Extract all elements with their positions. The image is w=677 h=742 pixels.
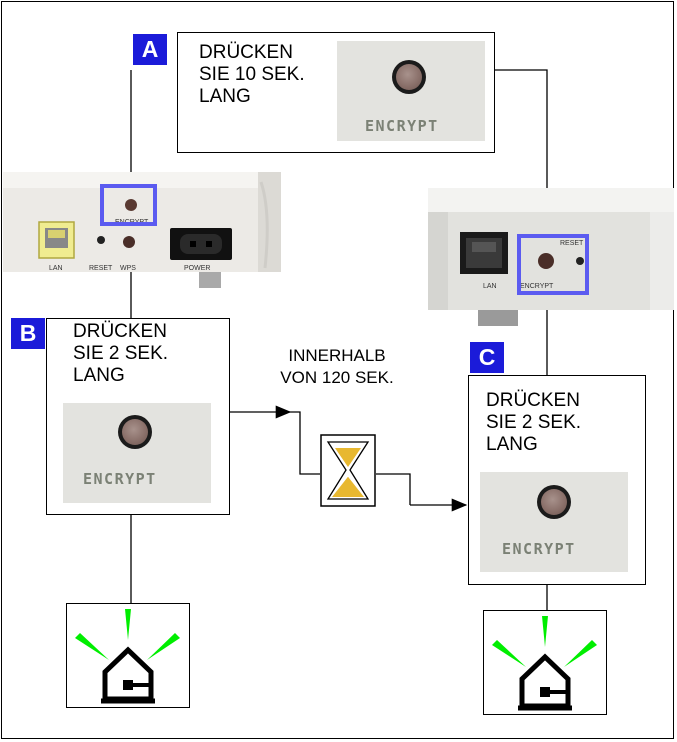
house-network-icon (518, 653, 572, 711)
line-into-hourglass (290, 411, 320, 475)
timing-note: INNERHALB VON 120 SEK. (280, 346, 394, 387)
step-c-instruction: DRÜCKEN SIE 2 SEK. LANG (486, 390, 582, 455)
step-c-box: DRÜCKEN SIE 2 SEK. LANG ENCRYPT (468, 375, 646, 585)
encrypt-button-icon (392, 60, 426, 94)
right-device-highlight (517, 234, 589, 295)
step-a-instruction: DRÜCKEN SIE 10 SEK. LANG (199, 42, 305, 107)
house-network-icon (101, 646, 155, 704)
step-a-box: DRÜCKEN SIE 10 SEK. LANG ENCRYPT (177, 32, 495, 153)
step-c-button-label: ENCRYPT (502, 540, 576, 558)
step-b-badge: B (11, 318, 45, 349)
encrypt-button-icon (118, 415, 152, 449)
step-b-box: DRÜCKEN SIE 2 SEK. LANG ENCRYPT (46, 318, 230, 515)
led-light-rays-icon (75, 609, 180, 704)
hourglass-icon (320, 434, 376, 507)
left-device-wps-label: WPS (120, 265, 136, 272)
led-box-right (483, 610, 607, 715)
left-device-power-label: POWER (184, 265, 210, 272)
step-b-button-panel: ENCRYPT (63, 403, 211, 503)
encrypt-button-icon (537, 485, 571, 519)
step-b-button-label: ENCRYPT (83, 470, 157, 488)
step-a-button-panel: ENCRYPT (337, 41, 485, 141)
line-a-to-right-device (495, 69, 548, 195)
right-device-encrypt-label: ENCRYPT (520, 283, 554, 290)
left-device-lan-label: LAN (49, 265, 63, 272)
left-device-highlight (100, 184, 157, 226)
step-a-button-label: ENCRYPT (365, 117, 439, 135)
step-c-badge: C (470, 342, 504, 373)
step-b-instruction: DRÜCKEN SIE 2 SEK. LANG (73, 321, 169, 386)
led-box-left (66, 603, 190, 708)
right-device-lan-label: LAN (483, 283, 497, 290)
line-out-of-hourglass (376, 473, 411, 505)
step-a-badge: A (133, 34, 167, 65)
right-device-reset-label: RESET (560, 240, 584, 247)
step-c-button-panel: ENCRYPT (480, 472, 628, 572)
led-light-rays-icon (492, 616, 597, 711)
left-device-reset-label: RESET (89, 265, 113, 272)
